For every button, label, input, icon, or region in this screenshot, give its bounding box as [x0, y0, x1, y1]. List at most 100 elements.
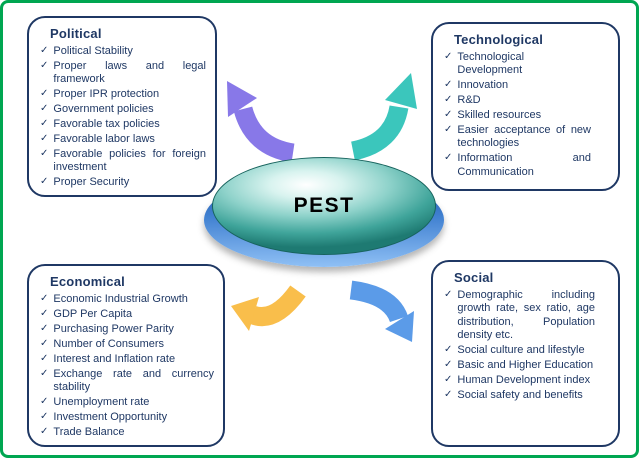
list-item-text: Exchange rate and currency stability [53, 367, 214, 393]
list-item-text: Political Stability [53, 45, 133, 57]
economical-box: Economical ✓ Economic Industrial Growth ✓… [27, 264, 225, 447]
oval-top-ellipse [212, 157, 436, 255]
list-item-text: Proper laws and legal framework [53, 59, 206, 86]
check-icon: ✓ [444, 289, 453, 300]
check-icon: ✓ [444, 109, 453, 121]
political-arrow-icon [227, 81, 295, 163]
list-item: ✓ Favorable tax policies [38, 118, 206, 131]
list-item: ✓ Economic Industrial Growth [38, 293, 214, 306]
political-heading: Political [50, 26, 102, 41]
check-icon: ✓ [40, 410, 49, 422]
check-icon: ✓ [40, 322, 49, 334]
check-icon: ✓ [444, 359, 453, 371]
list-item: ✓ Skilled resources [442, 109, 609, 122]
social-item-list: ✓ Demographic including growth rate, sex … [442, 289, 609, 402]
social-arrow-icon [349, 280, 414, 342]
list-item-text: Information and Communication [457, 152, 591, 178]
check-icon: ✓ [40, 425, 49, 437]
check-icon: ✓ [444, 94, 453, 106]
list-item-text: Unemployment rate [53, 395, 150, 408]
list-item-text: Human Development index [457, 373, 591, 386]
list-item-text: Trade Balance [53, 425, 125, 438]
check-icon: ✓ [40, 132, 49, 144]
list-item: ✓ Investment Opportunity [38, 411, 214, 424]
list-item-text: Investment Opportunity [53, 410, 168, 423]
social-box: Social ✓ Demographic including growth rat… [431, 260, 620, 447]
list-item: ✓ Proper laws and legal framework [38, 60, 206, 87]
check-icon: ✓ [40, 59, 49, 71]
check-icon: ✓ [40, 176, 49, 188]
pest-oval: PEST [203, 157, 445, 271]
list-item: ✓ Unemployment rate [38, 396, 214, 409]
list-item: ✓ Purchasing Power Parity [38, 323, 214, 336]
check-icon: ✓ [444, 124, 453, 136]
list-item: ✓ Political Stability [38, 45, 206, 58]
economical-item-list: ✓Economic Industrial Growth ✓GDP Per Cap… [38, 293, 214, 439]
list-item-text: Technological Development [457, 51, 525, 77]
technological-box: Technological ✓ Technological Development… [431, 22, 620, 191]
list-item: ✓ Exchange rate and currency stability [38, 368, 214, 395]
check-icon: ✓ [40, 395, 49, 407]
list-item-text: Economic Industrial Growth [53, 293, 188, 305]
political-box: Political ✓ Political Stability ✓ Proper l… [27, 16, 217, 197]
list-item-text: Number of Consumers [53, 337, 165, 350]
check-icon: ✓ [40, 147, 49, 159]
list-item-text: R&D [457, 94, 481, 107]
list-item: ✓ Innovation [442, 79, 609, 92]
check-icon: ✓ [444, 51, 453, 62]
list-item-text: Demographic including growth rate, sex r… [457, 289, 595, 342]
list-item: ✓ Demographic including growth rate, sex … [442, 289, 609, 343]
list-item: ✓ Human Development index [442, 374, 609, 387]
list-item-text: Favorable policies for foreign investmen… [53, 147, 206, 174]
check-icon: ✓ [444, 152, 453, 164]
list-item: ✓ Basic and Higher Education [442, 359, 609, 372]
list-item: ✓ Interest and Inflation rate [38, 353, 214, 366]
check-icon: ✓ [444, 79, 453, 91]
check-icon: ✓ [40, 307, 49, 319]
list-item-text: Government policies [53, 103, 154, 116]
list-item-text: Favorable labor laws [53, 132, 155, 145]
pest-title: PEST [293, 194, 355, 217]
list-item-text: Purchasing Power Parity [53, 322, 174, 335]
list-item: ✓ Proper IPR protection [38, 88, 206, 101]
list-item-text: Interest and Inflation rate [53, 352, 176, 365]
economical-heading: Economical [50, 274, 125, 289]
list-item-text: Basic and Higher Education [457, 359, 594, 372]
list-item: ✓ Information and Communication [442, 152, 609, 179]
list-item-text: Skilled resources [457, 109, 542, 122]
list-item: ✓ Social culture and lifestyle [442, 344, 609, 357]
list-item-text: Easier acceptance of new technologies [457, 124, 591, 150]
check-icon: ✓ [444, 388, 453, 400]
list-item: ✓ Favorable labor laws [38, 133, 206, 146]
list-item: ✓ Social safety and benefits [442, 389, 609, 402]
list-item-text: Social culture and lifestyle [457, 344, 585, 357]
check-icon: ✓ [444, 373, 453, 385]
economical-arrow-icon [231, 285, 306, 331]
list-item: ✓ Proper Security [38, 176, 206, 189]
check-icon: ✓ [40, 45, 49, 56]
technological-item-list: ✓ Technological Development ✓ Innovation ✓… [442, 51, 609, 179]
check-icon: ✓ [40, 88, 49, 100]
technological-heading: Technological [454, 32, 544, 47]
list-item-text: Favorable tax policies [53, 118, 160, 131]
list-item: ✓ Government policies [38, 103, 206, 116]
list-item-text: Proper Security [53, 176, 130, 189]
list-item: ✓ R&D [442, 94, 609, 107]
check-icon: ✓ [444, 344, 453, 356]
list-item-text: Social safety and benefits [457, 388, 583, 401]
list-item: ✓ Trade Balance [38, 426, 214, 439]
list-item: ✓ Number of Consumers [38, 338, 214, 351]
check-icon: ✓ [40, 118, 49, 130]
list-item: ✓ Easier acceptance of new technologies [442, 124, 609, 151]
list-item: ✓ Technological Development [442, 51, 609, 78]
technological-arrow-icon [350, 73, 417, 161]
check-icon: ✓ [40, 367, 49, 379]
list-item-text: Proper IPR protection [53, 88, 160, 101]
check-icon: ✓ [40, 352, 49, 364]
list-item-text: Innovation [457, 79, 509, 92]
check-icon: ✓ [40, 337, 49, 349]
social-heading: Social [454, 270, 494, 285]
check-icon: ✓ [40, 293, 49, 304]
check-icon: ✓ [40, 103, 49, 115]
